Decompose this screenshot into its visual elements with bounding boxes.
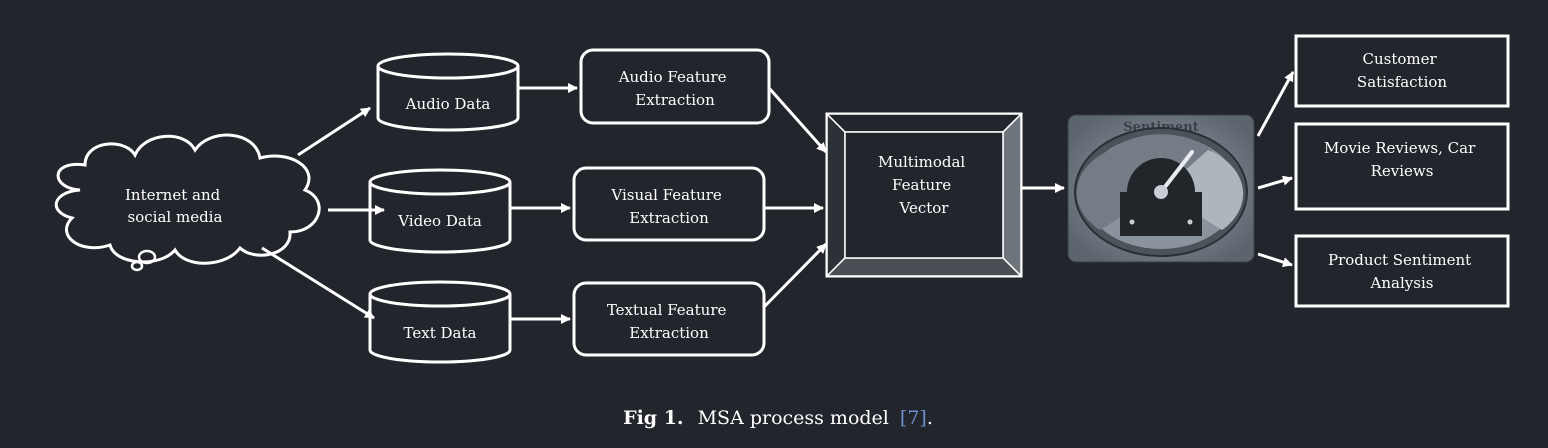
customer-line-1: Customer	[1363, 50, 1438, 68]
arrow-gauge-to-customer	[1256, 71, 1295, 137]
svg-text:Multimodal Feature: Multimodal Feature Vector	[878, 153, 970, 217]
caption-ref-link[interactable]: [7]	[900, 407, 927, 429]
audio-data-store: Audio Data	[376, 52, 520, 132]
customer-line-2: Satisfaction	[1357, 73, 1447, 91]
internet-social-media-cloud: Internet and social media	[54, 133, 321, 272]
sentiment-gauge-icon: Sentiment	[1067, 114, 1255, 263]
fusion-line-3: Vector	[899, 199, 950, 217]
textual-extraction-line-1: Textual Feature	[607, 301, 727, 319]
bevel-top	[825, 113, 1023, 133]
audio-data-label: Audio Data	[405, 95, 491, 113]
arrow-cloud-to-text	[261, 246, 375, 320]
svg-text:Visual Feature Extractio: Visual Feature Extraction	[610, 186, 726, 227]
caption-text: MSA process model	[698, 407, 889, 429]
reviews-line-2: Reviews	[1371, 162, 1434, 180]
caption-suffix: .	[927, 407, 933, 429]
bevel-right	[1002, 112, 1022, 278]
flow-arrows	[261, 71, 1295, 324]
arrow-gauge-to-reviews	[1257, 175, 1293, 190]
source-label: Internet and social media	[125, 186, 225, 226]
gauge-needle	[1159, 150, 1194, 194]
bevel-bottom	[825, 257, 1023, 277]
figure-caption: Fig 1. MSA process model [7].	[623, 407, 933, 429]
textual-feature-extraction-box: Textual Feature Extraction	[572, 281, 766, 357]
caption-prefix: Fig 1.	[623, 407, 683, 429]
reviews-line-1: Movie Reviews, Car	[1324, 139, 1476, 157]
audio-extraction-line-2: Extraction	[635, 91, 715, 109]
visual-extraction-line-2: Extraction	[629, 209, 709, 227]
fusion-line-1: Multimodal	[878, 153, 965, 171]
audio-extraction-line-1: Audio Feature	[618, 68, 727, 86]
text-data-store: Text Data	[368, 280, 512, 364]
cloud-bubble-small	[130, 260, 144, 272]
gauge-highlight-sector	[1161, 150, 1244, 230]
fusion-line-2: Feature	[892, 176, 951, 194]
customer-satisfaction-box: Customer Satisfaction	[1294, 34, 1510, 108]
svg-text:Textual Feature Extracti: Textual Feature Extraction	[607, 301, 731, 342]
arrow-textual-extraction-to-fusion	[762, 242, 828, 309]
source-line-1: Internet and	[125, 186, 221, 204]
text-data-label: Text Data	[404, 324, 477, 342]
arrow-cloud-to-audio	[297, 106, 371, 157]
arrow-audio-extraction-to-fusion	[767, 87, 828, 153]
cloud-shape	[54, 133, 321, 265]
svg-text:Product Sentiment Analys: Product Sentiment Analysis	[1328, 251, 1476, 292]
arrow-gauge-to-product	[1257, 252, 1293, 267]
product-line-2: Analysis	[1370, 274, 1434, 292]
cloud-bubble-large	[137, 249, 157, 265]
visual-extraction-line-1: Visual Feature	[610, 186, 721, 204]
product-line-1: Product Sentiment	[1328, 251, 1471, 269]
svg-text:Movie Reviews, Car Revie: Movie Reviews, Car Reviews	[1324, 139, 1480, 180]
video-data-label: Video Data	[397, 212, 482, 230]
audio-feature-extraction-box: Audio Feature Extraction	[579, 48, 771, 125]
video-data-store: Video Data	[368, 168, 512, 254]
visual-feature-extraction-box: Visual Feature Extraction	[572, 166, 766, 242]
svg-text:Audio Feature Extraction: Audio Feature Extraction	[618, 68, 732, 109]
textual-extraction-line-2: Extraction	[629, 324, 709, 342]
product-sentiment-analysis-box: Product Sentiment Analysis	[1294, 234, 1510, 308]
multimodal-feature-vector-box: Multimodal Feature Vector	[825, 112, 1023, 278]
source-line-2: social media	[128, 208, 223, 226]
bevel-left	[826, 112, 846, 278]
svg-text:Customer Satisfaction: Customer Satisfaction	[1357, 50, 1447, 91]
movie-car-reviews-box: Movie Reviews, Car Reviews	[1294, 122, 1510, 211]
